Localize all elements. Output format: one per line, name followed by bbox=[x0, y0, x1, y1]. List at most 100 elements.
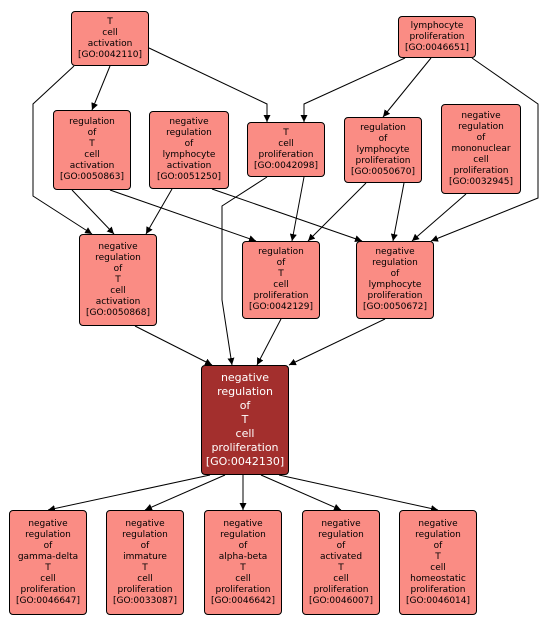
node-label-line: proliferation bbox=[215, 584, 271, 595]
node-label-line: regulation bbox=[25, 529, 71, 540]
node-label-line: of bbox=[113, 263, 123, 274]
node-label-line: proliferation bbox=[453, 165, 509, 176]
node-label-line: proliferation bbox=[409, 31, 465, 42]
node-label-line: of bbox=[433, 540, 443, 551]
node-label-line: proliferation bbox=[410, 584, 466, 595]
edge-GO0050863-to-GO0042129 bbox=[109, 189, 257, 242]
node-go-id: [GO:0046014] bbox=[405, 595, 471, 606]
node-label-line: regulation bbox=[458, 121, 504, 132]
node-label-line: immature bbox=[123, 551, 167, 562]
node-label-line: regulation bbox=[415, 529, 461, 540]
node-label-line: of bbox=[276, 258, 286, 268]
edge-GO0042098-to-GO0042129 bbox=[289, 176, 305, 242]
node-label-line: activation bbox=[95, 296, 141, 307]
edge-GO0050670-to-GO0050672 bbox=[390, 182, 405, 242]
node-go-id: [GO:0046651] bbox=[404, 42, 470, 53]
node-label-line: regulation bbox=[69, 117, 115, 127]
edge-GO0042098-to-GO0042130 bbox=[221, 176, 268, 366]
edge-GO0051250-to-GO0050868 bbox=[145, 188, 173, 235]
edge-GO0042110-to-GO0050868 bbox=[32, 65, 93, 235]
node-label-line: homeostatic bbox=[410, 573, 466, 584]
node-label-line: proliferation bbox=[20, 584, 76, 595]
node-label-line: lymphocyte bbox=[162, 150, 216, 160]
node-label-line: lymphocyte bbox=[356, 144, 410, 155]
node-go-id: [GO:0046007] bbox=[308, 595, 374, 606]
node-label-line: cell bbox=[473, 154, 489, 165]
node-label-line: regulation bbox=[220, 529, 266, 540]
node-label-line: regulation bbox=[318, 529, 364, 540]
node-go-id: [GO:0042130] bbox=[205, 455, 285, 468]
node-label-line: negative bbox=[375, 247, 415, 257]
edge-GO0046651-to-GO0050672 bbox=[430, 57, 539, 242]
node-label-line: T bbox=[142, 562, 148, 573]
node-label-line: of bbox=[239, 399, 251, 412]
node-label-line: of bbox=[378, 133, 388, 144]
node-label-line: T bbox=[278, 269, 284, 279]
node-label-line: cell bbox=[137, 573, 153, 584]
node-label-line: negative bbox=[169, 117, 209, 127]
node-label-line: negative bbox=[220, 371, 270, 384]
node-label-line: of bbox=[238, 540, 248, 551]
node-go-id: [GO:0042129] bbox=[248, 302, 314, 312]
node-label-line: T bbox=[283, 127, 289, 138]
node-label-line: of bbox=[476, 132, 486, 143]
node-label-line: cell bbox=[430, 562, 446, 573]
node-label-line: proliferation bbox=[313, 584, 369, 595]
node-label-line: regulation bbox=[122, 529, 168, 540]
edge-GO0032945-to-GO0050672 bbox=[411, 193, 467, 242]
node-label-line: regulation bbox=[95, 252, 141, 263]
node-label-line: of bbox=[43, 540, 53, 551]
node-label-line: alpha-beta bbox=[218, 551, 268, 562]
edge-GO0050863-to-GO0050868 bbox=[71, 189, 115, 235]
node-label-line: of bbox=[336, 540, 346, 551]
node-label-line: proliferation bbox=[258, 149, 314, 160]
node-label-line: activation bbox=[69, 161, 115, 171]
node-label-line: cell bbox=[273, 280, 289, 290]
node-label-line: of bbox=[87, 128, 97, 138]
node-label-line: proliferation bbox=[211, 441, 279, 454]
node-go-id: [GO:0051250] bbox=[156, 172, 222, 182]
node-go-id: [GO:0032945] bbox=[448, 176, 514, 187]
node-label-line: T bbox=[435, 551, 441, 562]
node-label-line: negative bbox=[98, 241, 138, 252]
node-label-line: lymphocyte bbox=[410, 20, 464, 31]
node-label-line: proliferation bbox=[117, 584, 173, 595]
node-label-line: negative bbox=[28, 518, 68, 529]
node-label-line: of bbox=[390, 269, 400, 279]
node-label-line: negative bbox=[223, 518, 263, 529]
node-label-line: regulation bbox=[372, 258, 418, 268]
node-label-line: cell bbox=[40, 573, 56, 584]
node-label-line: T bbox=[89, 139, 95, 149]
node-go-id: [GO:0046647] bbox=[15, 595, 81, 606]
node-go-id: [GO:0050670] bbox=[350, 166, 416, 177]
edge-GO0042130-to-GO0033087 bbox=[144, 474, 226, 511]
node-label-line: cell bbox=[235, 573, 251, 584]
edge-GO0042130-to-GO0046014 bbox=[278, 474, 439, 512]
edge-GO0050672-to-GO0042130 bbox=[288, 318, 386, 366]
node-go-id: [GO:0033087] bbox=[112, 595, 178, 606]
node-label-line: cell bbox=[333, 573, 349, 584]
edge-GO0046651-to-GO0042098 bbox=[300, 57, 406, 122]
node-label-line: regulation bbox=[217, 385, 273, 398]
node-label-line: lymphocyte bbox=[368, 280, 422, 290]
node-label-line: regulation bbox=[258, 247, 304, 257]
node-label-line: proliferation bbox=[253, 291, 309, 301]
node-label-line: cell bbox=[110, 285, 126, 296]
node-label-line: cell bbox=[102, 27, 118, 38]
